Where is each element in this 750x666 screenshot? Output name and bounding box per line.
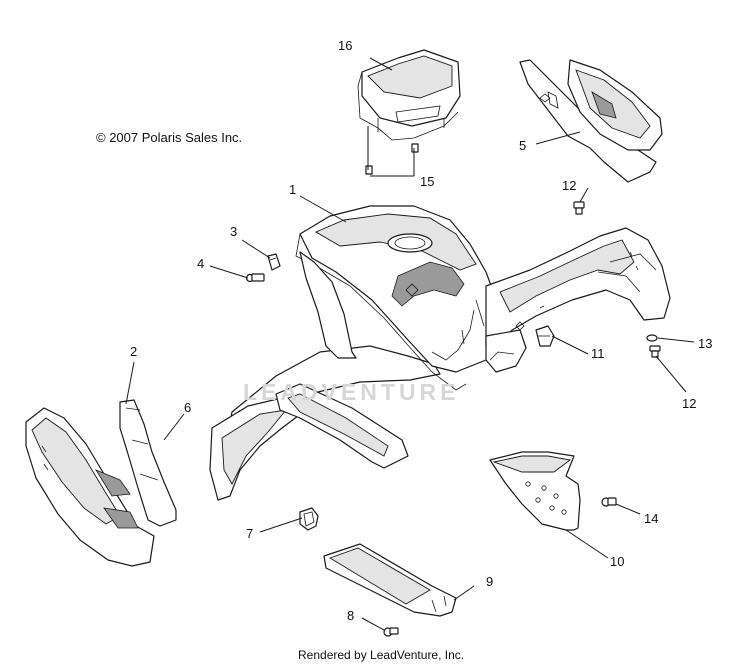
callout-4: 4 [197,256,204,271]
callout-15: 15 [420,174,434,189]
part-3-clip [267,253,281,271]
part-1-front-fender-assembly [209,205,671,501]
part-2-side-panel [25,407,155,567]
part-13-washer [646,334,658,342]
leader-lines [125,57,695,631]
part-4-screw [245,273,265,283]
callouts: 16 5 15 12 1 3 4 13 2 11 12 6 14 7 10 9 … [130,38,712,623]
callout-13: 13 [698,336,712,351]
callout-5: 5 [519,138,526,153]
callout-11: 11 [591,346,605,361]
part-12-upper-fastener [573,201,585,215]
callout-9: 9 [486,574,493,589]
callout-3: 3 [230,224,237,239]
part-16-headlight-pod [357,49,461,141]
callout-6: 6 [184,400,191,415]
part-14-screw [601,497,617,507]
part-9-bracket-plate [323,543,457,617]
callout-12-lower: 12 [682,396,696,411]
part-12-lower-fastener [649,345,661,358]
part-6-panel-insert [119,399,177,527]
part-8-bolt [383,627,399,637]
part-11-push-rivet [535,325,555,347]
callout-10: 10 [610,554,624,569]
part-7-push-rivet [299,507,319,531]
callout-16: 16 [338,38,352,53]
part-10-mounting-plate [489,451,581,531]
callout-12-upper: 12 [562,178,576,193]
callout-7: 7 [246,526,253,541]
copyright-text: © 2007 Polaris Sales Inc. [96,130,243,145]
callout-14: 14 [644,511,658,526]
watermark: LEADVENTURE [243,379,460,405]
part-5-fender-panel [519,59,663,183]
footer-credit: Rendered by LeadVenture, Inc. [298,648,465,662]
callout-8: 8 [347,608,354,623]
part-15-labels [365,143,419,175]
callout-1: 1 [289,182,296,197]
callout-2: 2 [130,344,137,359]
